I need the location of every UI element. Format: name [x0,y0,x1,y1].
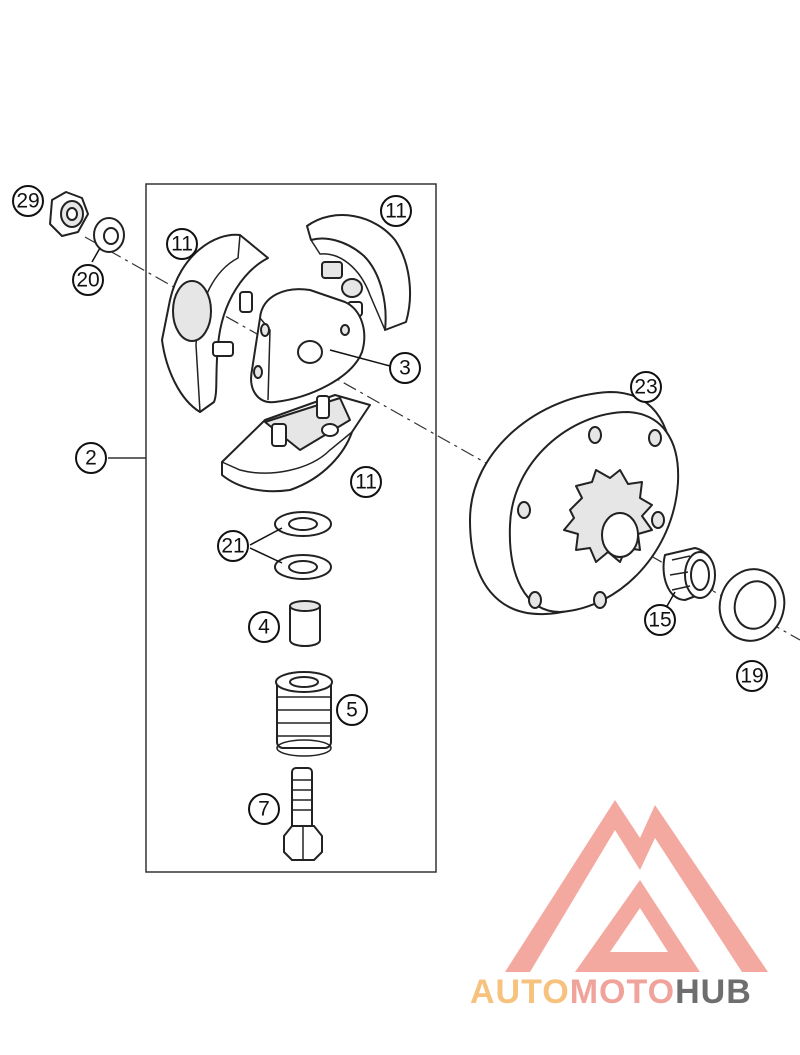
callout-4-label: 4 [258,616,270,639]
washer-part-19 [718,568,786,642]
callout-20-label: 20 [76,269,99,292]
callout-2: 2 [75,442,107,474]
callout-23-label: 23 [634,376,657,399]
callout-21: 21 [217,530,249,562]
clutch-shoe-lower [221,394,371,493]
callout-7: 7 [248,793,280,825]
callout-15: 15 [644,604,676,636]
leader-21b [249,547,283,564]
callout-3: 3 [389,352,421,384]
clutch-shoe-upper-right [306,214,411,331]
callout-11-lower: 11 [350,466,382,498]
callout-11-upper-label: 11 [385,200,407,223]
nut-part [49,191,89,237]
watermark-hub: HUB [675,973,752,1011]
callout-2-label: 2 [85,447,97,470]
watermark-auto: AUTO [470,973,570,1011]
callout-23: 23 [630,371,662,403]
callout-21-label: 21 [221,535,244,558]
callout-20: 20 [72,264,104,296]
washer-part-21-upper [274,511,332,537]
clutch-drum [469,391,680,616]
washer-part-21-lower [274,554,332,580]
callout-5-label: 5 [346,699,358,722]
clutch-shoe-left [161,233,269,413]
watermark-text: AUTOMOTOHUB [470,973,752,1011]
callout-29: 29 [12,185,44,217]
callout-19-label: 19 [740,665,763,688]
callout-29-label: 29 [16,190,39,213]
callout-7-label: 7 [258,798,270,821]
callout-19: 19 [736,660,768,692]
spring-part [275,671,333,757]
watermark-triangle-icon [505,800,768,972]
leader-20 [91,247,101,263]
callout-3-label: 3 [399,357,411,380]
hub-plate [250,288,366,404]
leader-21a [249,527,283,546]
sleeve-part [289,600,321,647]
callout-11-left-label: 11 [171,233,193,256]
callout-11-left: 11 [166,228,198,260]
leader-3 [329,349,391,367]
bolt-part [283,767,323,861]
needle-bearing [662,547,716,601]
callout-5: 5 [336,694,368,726]
washer-part-20 [93,217,125,253]
watermark-logo [505,800,768,972]
assembly-frame [145,183,437,873]
watermark-moto: MOTO [570,973,675,1011]
callout-11-upper: 11 [380,195,412,227]
callout-11-lower-label: 11 [355,471,377,494]
callout-4: 4 [248,611,280,643]
callout-15-label: 15 [648,609,671,632]
